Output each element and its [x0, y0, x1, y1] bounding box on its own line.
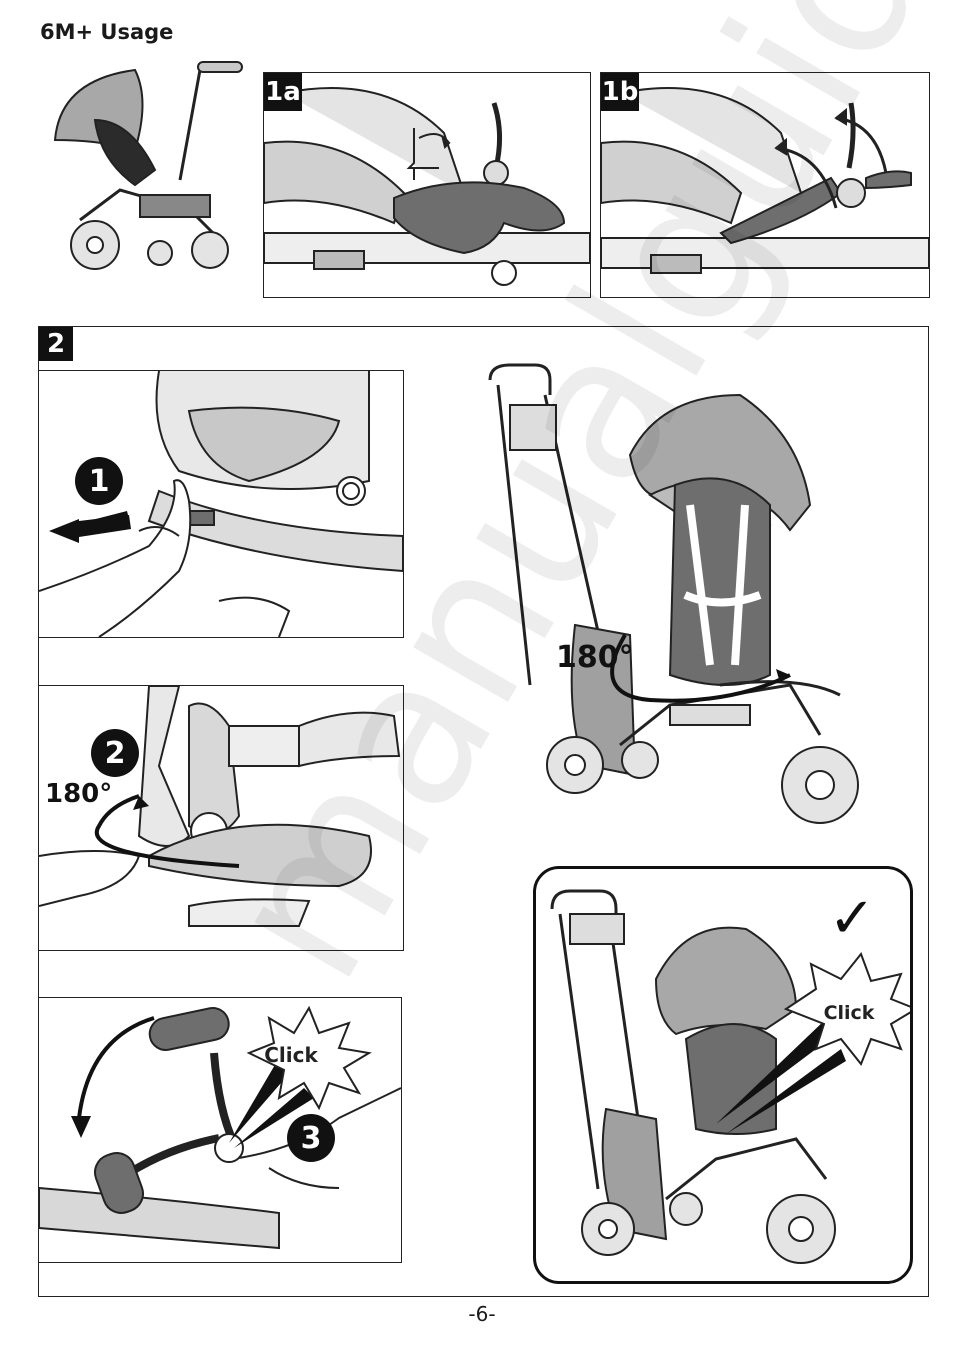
detail-rotate-seat-panel: 2 180° [38, 685, 404, 951]
step-2-badge: 2 [39, 327, 73, 361]
rotate-main-label: 180° [556, 640, 634, 675]
check-mark-icon: ✓ [829, 886, 876, 951]
callout-2-label: 2 [105, 736, 126, 771]
step-1a-panel: 1a [263, 72, 591, 298]
overview-tricycle-illustration [40, 60, 250, 275]
detail-release-lever-panel: 1 [38, 370, 404, 638]
callout-3-label: 3 [301, 1121, 322, 1156]
click-detail-label: Click [264, 1043, 318, 1067]
result-box: Click ✓ [533, 866, 913, 1284]
page-title: 6M+ Usage [40, 20, 173, 44]
click-main-label: Click [824, 1002, 875, 1024]
page-number: -6- [0, 1302, 964, 1326]
step-1b-badge: 1b [601, 73, 639, 111]
step-1a-badge: 1a [264, 73, 302, 111]
rotate-detail-label: 180° [45, 779, 112, 809]
callout-1-label: 1 [89, 464, 110, 499]
detail-click-lock-panel: Click 3 [38, 997, 402, 1263]
main-tricycle-illustration: 180° [470, 355, 890, 835]
step-1b-panel: 1b [600, 72, 930, 298]
